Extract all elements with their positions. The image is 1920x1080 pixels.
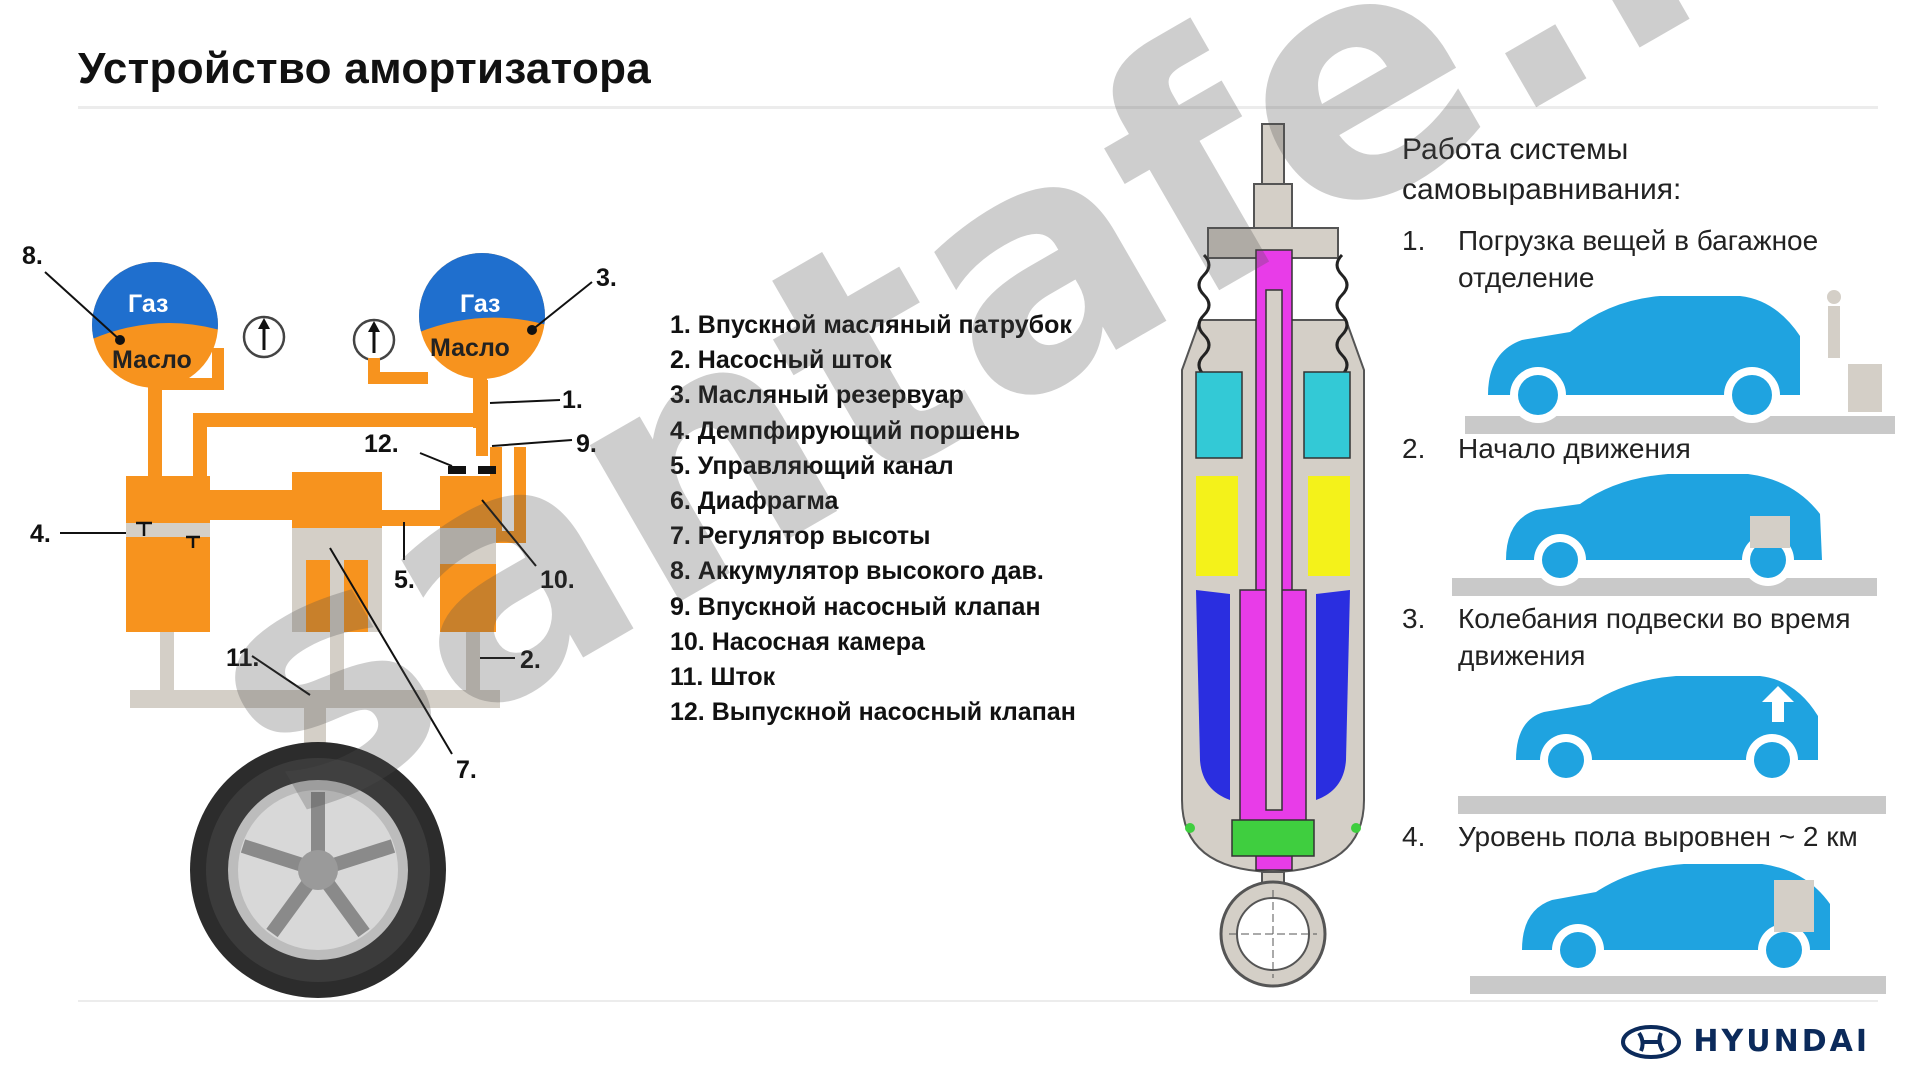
tank-left-gas-label: Газ — [128, 290, 169, 318]
car-illustration-3 — [1458, 676, 1886, 814]
step-text: Колебания подвески во время движения — [1458, 603, 1851, 671]
tank-left-oil-label: Масло — [112, 346, 192, 374]
component-legend: 1. Впускной масляный патрубок 2. Насосны… — [670, 308, 1076, 730]
legend-item: 3. Масляный резервуар — [670, 381, 964, 410]
callout-9: 9. — [576, 430, 597, 458]
legend-item: 7. Регулятор высоты — [670, 522, 931, 551]
callout-12: 12. — [364, 430, 399, 458]
step-number: 3. — [1402, 603, 1426, 634]
legend-item: 6. Диафрагма — [670, 487, 839, 516]
callout-2: 2. — [520, 646, 541, 674]
legend-item: 1. Впускной масляный патрубок — [670, 311, 1072, 339]
step-text: Погрузка вещей в багажное отделение — [1458, 225, 1819, 293]
step-number: 1. — [1402, 225, 1426, 256]
callout-8: 8. — [22, 242, 43, 270]
hydraulic-schematic — [44, 253, 593, 998]
car-illustration-4 — [1470, 864, 1886, 994]
callout-1: 1. — [562, 386, 583, 414]
callout-4: 4. — [30, 520, 51, 548]
footer-divider — [78, 1000, 1878, 1002]
legend-item: 4. Демпфирующий поршень — [670, 416, 1021, 445]
step-text: Уровень пола выровнен ~ 2 км — [1458, 821, 1858, 852]
title-divider — [78, 106, 1878, 109]
legend-item: 10. Насосная камера — [670, 627, 925, 656]
legend-item: 8. Аккумулятор высокого дав. — [670, 557, 1044, 586]
car-illustration-2 — [1452, 474, 1877, 596]
callout-7: 7. — [456, 756, 477, 784]
callout-5: 5. — [394, 566, 415, 594]
arrow-up-icon — [1762, 686, 1794, 722]
hyundai-logo-icon — [1621, 1024, 1682, 1059]
page-title: Устройство амортизатора — [78, 44, 652, 93]
workflow-title: Работа системы самовыравнивания: — [1402, 133, 1682, 206]
step-text: Начало движения — [1458, 433, 1691, 464]
tank-right-gas-label: Газ — [460, 290, 501, 318]
legend-item: 11. Шток — [670, 663, 776, 692]
wheel-icon — [190, 742, 446, 998]
callout-11: 11. — [226, 644, 260, 672]
step-number: 2. — [1402, 433, 1426, 464]
legend-item: 5. Управляющий канал — [670, 451, 954, 480]
legend-item: 9. Впускной насосный клапан — [670, 592, 1041, 621]
brand-name: HYUNDAI — [1693, 1024, 1870, 1059]
legend-item: 2. Насосный шток — [670, 346, 892, 375]
callout-3: 3. — [596, 264, 617, 292]
car-illustration-1 — [1465, 290, 1895, 434]
step-number: 4. — [1402, 821, 1426, 852]
tank-right-oil-label: Масло — [430, 334, 510, 362]
shock-absorber-section — [1181, 123, 1365, 988]
legend-item: 12. Выпускной насосный клапан — [670, 698, 1076, 727]
brand-logo: HYUNDAI — [1621, 1024, 1870, 1059]
callout-10: 10. — [540, 566, 575, 594]
